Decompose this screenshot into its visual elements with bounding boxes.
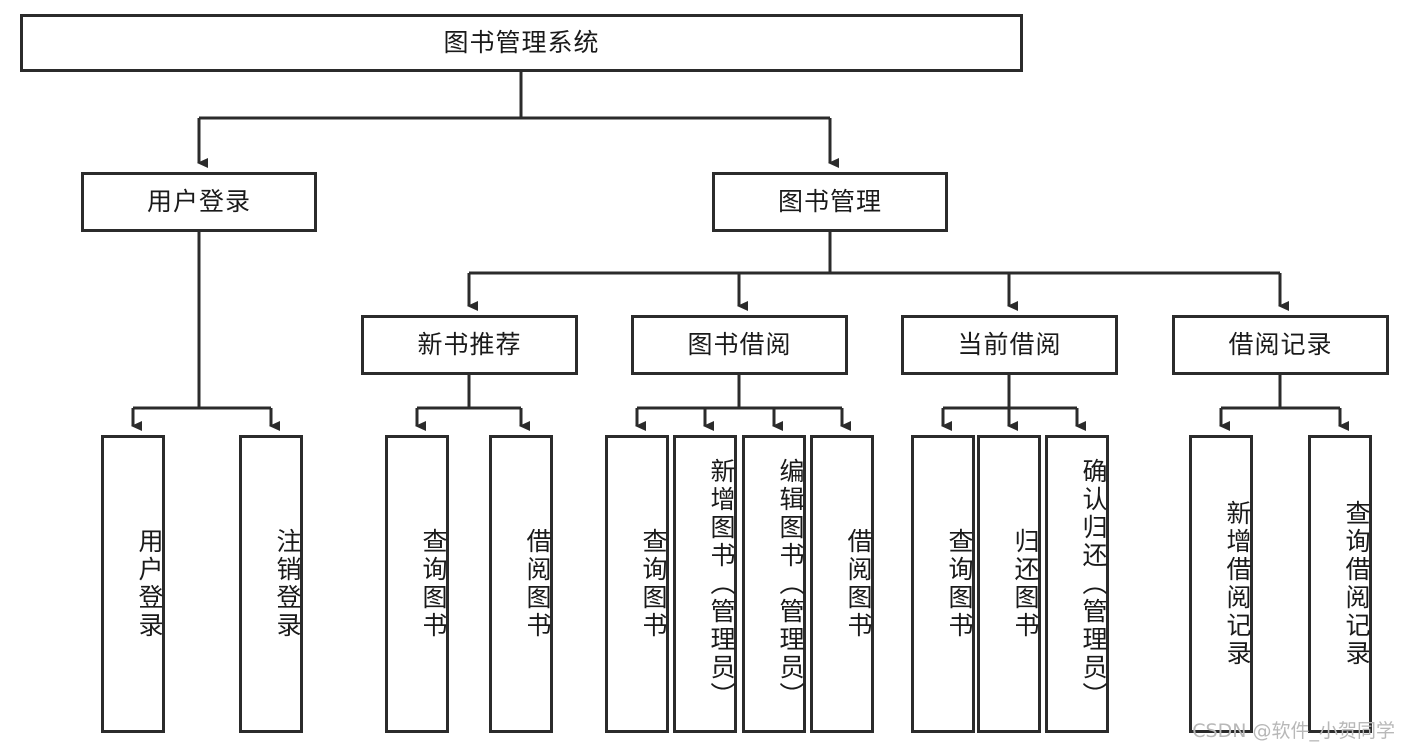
leaf-current-return-label: 归还图书	[1011, 528, 1040, 640]
leaf-current-query[interactable]: 查询图书	[911, 435, 975, 733]
leaf-current-query-label: 查询图书	[945, 528, 974, 640]
leaf-current-confirm-return-label: 确认归还（管理员）	[1079, 458, 1108, 710]
leaf-borrow-edit-book-label: 编辑图书（管理员）	[776, 458, 805, 710]
leaf-user-login-signin[interactable]: 用户登录	[101, 435, 165, 733]
node-root-label: 图书管理系统	[443, 28, 600, 58]
leaf-new-book-query[interactable]: 查询图书	[385, 435, 449, 733]
leaf-borrow-query-label: 查询图书	[639, 528, 668, 640]
leaf-new-book-borrow-label: 借阅图书	[523, 528, 552, 640]
leaf-borrow-borrow-book-label: 借阅图书	[844, 528, 873, 640]
node-new-book-recommend[interactable]: 新书推荐	[361, 315, 578, 375]
leaf-current-return[interactable]: 归还图书	[977, 435, 1041, 733]
node-new-book-recommend-label: 新书推荐	[417, 330, 522, 360]
node-book-management-label: 图书管理	[777, 187, 882, 217]
leaf-records-add-label: 新增借阅记录	[1223, 500, 1252, 668]
leaf-borrow-borrow-book[interactable]: 借阅图书	[810, 435, 874, 733]
leaf-borrow-add-book-label: 新增图书（管理员）	[707, 458, 736, 710]
watermark-text: CSDN @软件_小贺同学	[1192, 720, 1395, 742]
leaf-user-login-signout[interactable]: 注销登录	[239, 435, 303, 733]
node-borrow-records[interactable]: 借阅记录	[1172, 315, 1389, 375]
node-book-borrow[interactable]: 图书借阅	[631, 315, 848, 375]
leaf-new-book-query-label: 查询图书	[419, 528, 448, 640]
leaf-current-confirm-return[interactable]: 确认归还（管理员）	[1045, 435, 1109, 733]
node-book-management[interactable]: 图书管理	[712, 172, 948, 232]
node-current-borrow-label: 当前借阅	[957, 330, 1062, 360]
leaf-borrow-query[interactable]: 查询图书	[605, 435, 669, 733]
node-book-borrow-label: 图书借阅	[687, 330, 792, 360]
node-user-login-label: 用户登录	[146, 187, 251, 217]
leaf-records-add[interactable]: 新增借阅记录	[1189, 435, 1253, 733]
leaf-new-book-borrow[interactable]: 借阅图书	[489, 435, 553, 733]
node-root[interactable]: 图书管理系统	[20, 14, 1023, 72]
leaf-records-query-label: 查询借阅记录	[1342, 500, 1371, 668]
node-user-login[interactable]: 用户登录	[81, 172, 317, 232]
leaf-user-login-signout-label: 注销登录	[273, 528, 302, 640]
leaf-user-login-signin-label: 用户登录	[135, 528, 164, 640]
leaf-borrow-add-book[interactable]: 新增图书（管理员）	[673, 435, 737, 733]
node-current-borrow[interactable]: 当前借阅	[901, 315, 1118, 375]
leaf-records-query[interactable]: 查询借阅记录	[1308, 435, 1372, 733]
node-borrow-records-label: 借阅记录	[1228, 330, 1333, 360]
leaf-borrow-edit-book[interactable]: 编辑图书（管理员）	[742, 435, 806, 733]
